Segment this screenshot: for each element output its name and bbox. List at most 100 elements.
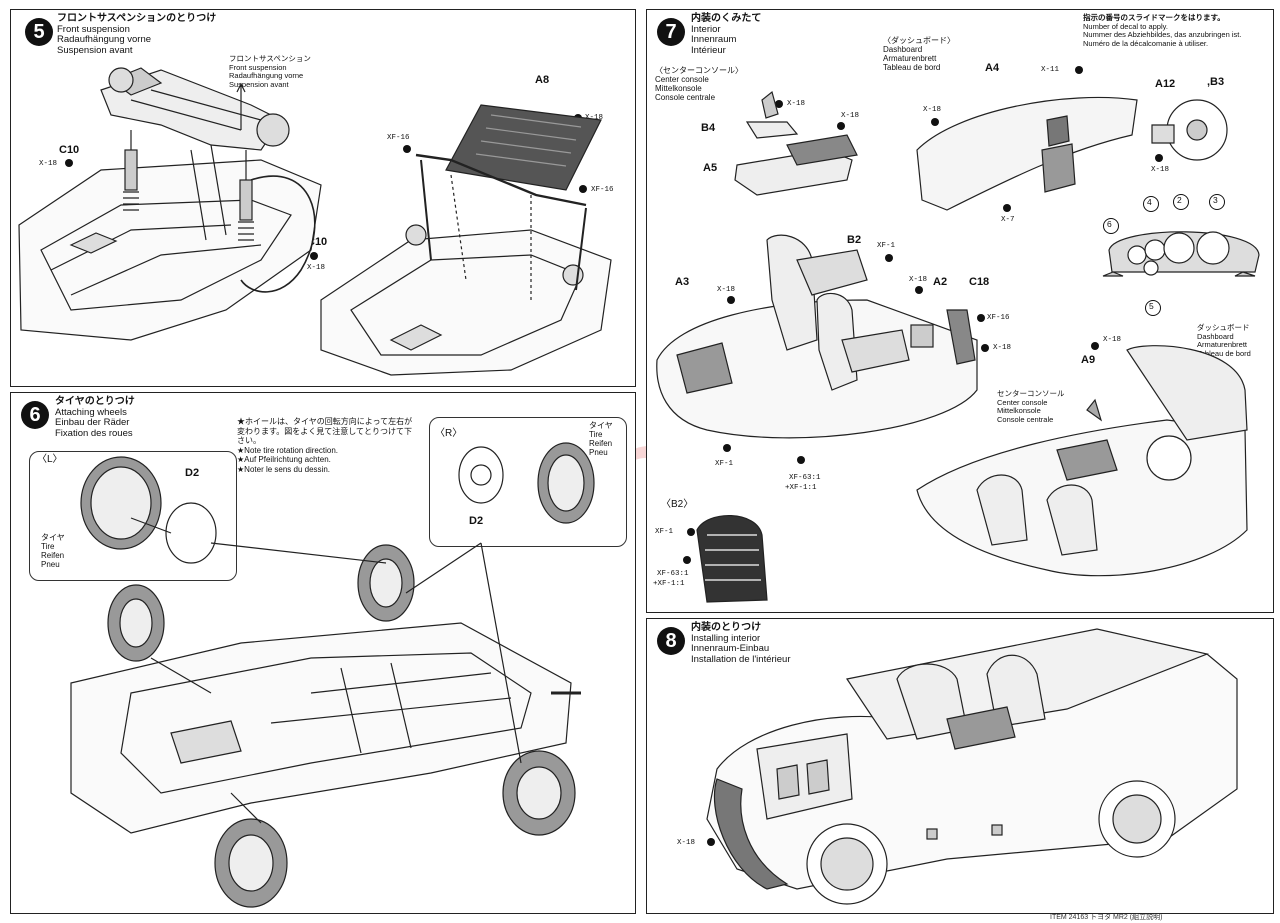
part-x18-b4: X-18 bbox=[787, 100, 806, 108]
dash-fr: Tableau de bord bbox=[883, 63, 941, 72]
step7-heading: 内装のくみたて Interior Innenraum Intérieur bbox=[691, 13, 761, 56]
decal-note-jp: 指示の番号のスライドマークをはります。 bbox=[1083, 13, 1225, 22]
install-interior-illustration bbox=[706, 628, 1238, 905]
dash-heading: 〈ダッシュボード〉 Dashboard Armaturenbrett Table… bbox=[883, 36, 955, 72]
decal-note-de: Nummer des Abziehbildes, das anzubringen… bbox=[1083, 30, 1242, 39]
step6-title-de: Einbau der Räder bbox=[55, 417, 130, 428]
decal-2: 2 bbox=[1177, 195, 1182, 205]
dash-en: Dashboard bbox=[883, 45, 923, 54]
step5-callout: フロントサスペンション Front suspension Radaufhängu… bbox=[229, 54, 311, 89]
step6-note-fr: ★Noter le sens du dessin. bbox=[237, 464, 330, 474]
part-x18-wheel: X-18 bbox=[1151, 166, 1170, 174]
step5-title-jp: フロントサスペンションのとりつけ bbox=[57, 13, 217, 24]
step5-callout-de: Radaufhängung vorne bbox=[229, 71, 304, 80]
tire-jp: タイヤ bbox=[589, 421, 613, 430]
paint-dot bbox=[1091, 342, 1099, 350]
wheels-illustration bbox=[70, 442, 595, 908]
step6-title-fr: Fixation des roues bbox=[55, 427, 133, 439]
decal-6-marker bbox=[1103, 218, 1119, 234]
part-a3: A3 bbox=[675, 276, 690, 288]
step6-title-jp: タイヤのとりつけ bbox=[55, 396, 135, 407]
tire-de: Reifen bbox=[589, 439, 613, 448]
console-jp: 〈センターコンソール〉 bbox=[655, 66, 743, 75]
step8-title-en: Installing interior bbox=[691, 632, 761, 644]
part-b3: ,B3 bbox=[1207, 76, 1225, 88]
part-x11: X-11 bbox=[1041, 66, 1060, 74]
step5-callout-jp: フロントサスペンション bbox=[229, 54, 311, 63]
step6-note: ★ホイールは、タイヤの回転方向によって左右が変わります。図をよく見て注意してとり… bbox=[237, 417, 417, 474]
step6-title-en: Attaching wheels bbox=[55, 406, 127, 418]
mix-a: XF-63:1 bbox=[789, 474, 821, 482]
step7-number: 7 bbox=[657, 18, 685, 46]
paint-dot bbox=[687, 528, 695, 536]
tire-fr: Pneu bbox=[589, 448, 608, 457]
part-xf16-left: XF-16 bbox=[387, 134, 410, 142]
paint-dot bbox=[915, 286, 923, 294]
step5-title-de: Radaufhängung vorne bbox=[57, 34, 152, 45]
dash2-en: Dashboard bbox=[1197, 331, 1234, 341]
console2: センターコンソール Center console Mittelkonsole C… bbox=[997, 389, 1065, 424]
part-x18-right: X-18 bbox=[307, 264, 326, 272]
step5-panel: 5 フロントサスペンションのとりつけ Front suspension Rada… bbox=[10, 9, 636, 387]
decal-6: 6 bbox=[1107, 219, 1112, 229]
step6-note-de: ★Auf Pfeilrichtung achten. bbox=[237, 455, 331, 464]
paint-dot bbox=[981, 344, 989, 352]
part-a12: A12 bbox=[1155, 78, 1176, 90]
step5-title-fr: Suspension avant bbox=[57, 44, 133, 56]
dash2-de: Armaturenbrett bbox=[1197, 340, 1248, 349]
console-en: Center console bbox=[655, 75, 709, 84]
step6-note-en: ★Note tire rotation direction. bbox=[237, 445, 338, 455]
decal-3: 3 bbox=[1213, 195, 1218, 205]
part-c10-left: C10 bbox=[59, 144, 80, 156]
step6-number: 6 bbox=[21, 401, 49, 429]
step7-title-en: Interior bbox=[691, 23, 721, 35]
decal-4: 4 bbox=[1147, 197, 1152, 207]
console2-fr: Console centrale bbox=[997, 414, 1054, 424]
b2-xf1: XF-1 bbox=[655, 528, 674, 536]
right-tire-label: タイヤ Tire Reifen Pneu bbox=[589, 421, 613, 457]
part-a5: A5 bbox=[703, 162, 718, 174]
part-a2: A2 bbox=[933, 276, 948, 288]
b2-box-label: 〈B2〉 bbox=[661, 499, 694, 510]
dash-de: Armaturenbrett bbox=[883, 54, 937, 63]
paint-dot bbox=[797, 456, 805, 464]
paint-dot bbox=[579, 185, 587, 193]
dash2-fr: Tableau de bord bbox=[1197, 348, 1251, 358]
part-x18-a9: X-18 bbox=[1103, 336, 1122, 344]
part-x18-a5: X-18 bbox=[841, 112, 860, 120]
step5-callout-en: Front suspension bbox=[229, 62, 287, 72]
part-x18-bumper: X-18 bbox=[677, 839, 696, 847]
paint-dot bbox=[683, 556, 691, 564]
step6-note-jp: ★ホイールは、タイヤの回転方向によって左右が変わります。図をよく見て注意してとり… bbox=[237, 417, 413, 445]
paint-dot bbox=[727, 296, 735, 304]
decal-5: 5 bbox=[1149, 301, 1154, 311]
step5-title-en: Front suspension bbox=[57, 23, 130, 35]
console2-en: Center console bbox=[997, 397, 1048, 407]
paint-dot bbox=[1003, 204, 1011, 212]
part-xf16-right: XF-16 bbox=[591, 186, 614, 194]
dash2: ダッシュボード Dashboard Armaturenbrett Tableau… bbox=[1197, 323, 1251, 358]
step7-title-de: Innenraum bbox=[691, 34, 737, 45]
console-fr: Console centrale bbox=[655, 93, 716, 102]
part-x18-a4: X-18 bbox=[923, 106, 942, 114]
part-x18-a8: X-18 bbox=[585, 114, 604, 122]
step6-panel: 6 タイヤのとりつけ Attaching wheels Einbau der R… bbox=[10, 392, 636, 914]
part-d2-right: D2 bbox=[469, 515, 484, 527]
step5-callout-fr: Suspension avant bbox=[229, 79, 289, 89]
paint-dot bbox=[837, 122, 845, 130]
step8-title-de: Innenraum-Einbau bbox=[691, 643, 770, 654]
dash2-jp: ダッシュボード bbox=[1197, 323, 1250, 332]
paint-dot bbox=[1075, 66, 1083, 74]
part-b2: B2 bbox=[847, 234, 862, 246]
part-xf1-tub: XF-1 bbox=[715, 460, 734, 468]
tire-en: Tire bbox=[41, 542, 55, 551]
part-x18-c18: X-18 bbox=[993, 344, 1012, 352]
step8-heading: 内装のとりつけ Installing interior Innenraum-Ei… bbox=[691, 622, 791, 665]
step8-title-fr: Installation de l'intérieur bbox=[691, 653, 791, 665]
decal-3-marker bbox=[1209, 194, 1225, 210]
part-x18-a3: X-18 bbox=[717, 286, 736, 294]
interior-illustration bbox=[656, 90, 1260, 603]
front-suspension-illustration bbox=[18, 67, 612, 376]
paint-dot bbox=[885, 254, 893, 262]
step8-number: 8 bbox=[657, 627, 685, 655]
